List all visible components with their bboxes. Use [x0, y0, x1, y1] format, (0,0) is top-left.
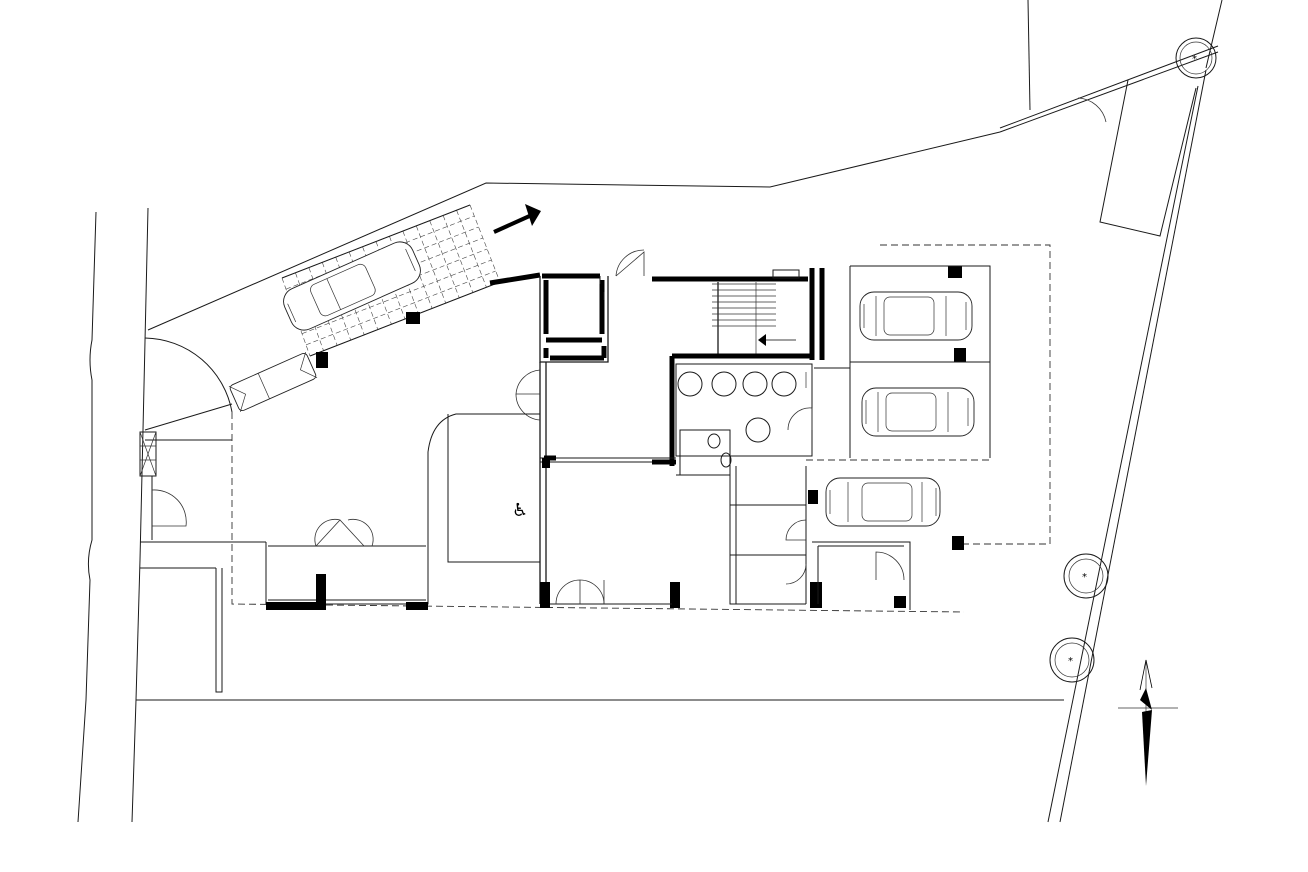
stair-direction-icon	[758, 334, 796, 346]
site-boundary	[77, 0, 1223, 823]
parking-ramp	[281, 204, 501, 357]
svg-text:*: *	[1192, 54, 1197, 65]
garage-car-1	[859, 291, 973, 341]
north-arrow-icon	[1118, 659, 1178, 786]
garage-car-2	[861, 387, 975, 437]
svg-text:*: *	[1082, 572, 1087, 583]
ramp-gate	[228, 352, 318, 412]
wheelchair-icon: ♿	[512, 500, 528, 521]
ramp-car	[283, 241, 421, 331]
tree-icon: *	[1175, 37, 1217, 79]
arrow-up-right-icon	[493, 204, 541, 234]
tree-icon: *	[1049, 637, 1095, 683]
garage-car-3	[825, 477, 941, 527]
tree-icon: *	[1063, 553, 1109, 599]
building-footprint	[139, 244, 1051, 693]
svg-text:*: *	[1068, 656, 1073, 667]
